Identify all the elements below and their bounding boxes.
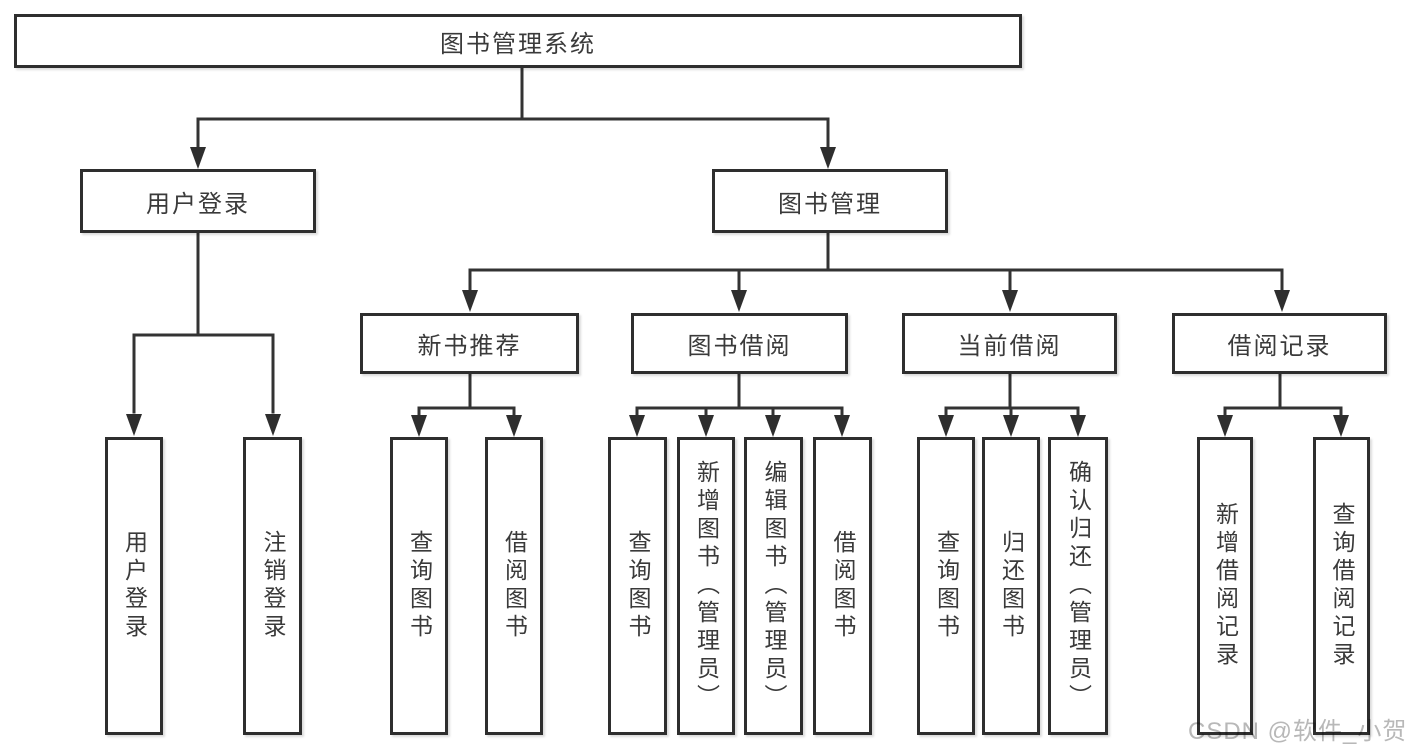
leaf-return-book: 归还图书 — [982, 437, 1040, 735]
leaf-query-books-borrow: 查询图书 — [608, 437, 667, 735]
node-current-borrow: 当前借阅 — [902, 313, 1117, 374]
leaf-label: 确认归还（管理员） — [1065, 460, 1092, 712]
leaf-label: 注销登录 — [260, 530, 286, 642]
leaf-query-books-current: 查询图书 — [917, 437, 975, 735]
node-label: 当前借阅 — [957, 333, 1062, 360]
leaf-label: 编辑图书（管理员） — [761, 460, 787, 712]
node-label: 新书推荐 — [417, 333, 522, 360]
leaf-label: 查询图书 — [406, 530, 433, 642]
node-label: 图书管理系统 — [440, 30, 596, 58]
node-borrow-records: 借阅记录 — [1172, 313, 1387, 374]
leaf-label: 新增借阅记录 — [1212, 502, 1239, 670]
leaf-label: 查询借阅记录 — [1329, 502, 1355, 670]
node-label: 图书管理 — [778, 190, 882, 218]
leaf-borrow-books-borrow: 借阅图书 — [813, 437, 872, 735]
leaf-add-book-admin: 新增图书（管理员） — [677, 437, 735, 735]
node-library-management-system: 图书管理系统 — [14, 14, 1022, 68]
leaf-label: 归还图书 — [998, 530, 1025, 642]
node-label: 图书借阅 — [687, 333, 792, 360]
leaf-label: 新增图书（管理员） — [693, 460, 720, 712]
node-book-management: 图书管理 — [712, 169, 948, 233]
arrowheads — [126, 147, 1349, 437]
leaf-logout: 注销登录 — [243, 437, 302, 735]
leaf-edit-book-admin: 编辑图书（管理员） — [744, 437, 803, 735]
csdn-watermark: CSDN @软件_小贺同学 — [1188, 718, 1405, 745]
leaf-add-borrow-record: 新增借阅记录 — [1197, 437, 1253, 735]
leaf-query-books-recommend: 查询图书 — [390, 437, 448, 735]
leaf-confirm-return-admin: 确认归还（管理员） — [1048, 437, 1108, 735]
leaf-label: 查询图书 — [625, 530, 651, 642]
node-user-login-branch: 用户登录 — [80, 169, 316, 233]
leaf-label: 查询图书 — [933, 530, 960, 642]
leaf-label: 用户登录 — [121, 530, 148, 642]
leaf-borrow-books-recommend: 借阅图书 — [485, 437, 543, 735]
leaf-label: 借阅图书 — [830, 530, 856, 642]
leaf-user-login: 用户登录 — [105, 437, 163, 735]
node-book-borrow: 图书借阅 — [631, 313, 848, 374]
node-label: 用户登录 — [146, 190, 250, 218]
node-label: 借阅记录 — [1227, 333, 1332, 360]
leaf-query-borrow-record: 查询借阅记录 — [1313, 437, 1370, 735]
node-new-book-recommend: 新书推荐 — [360, 313, 579, 374]
leaf-label: 借阅图书 — [501, 530, 528, 642]
